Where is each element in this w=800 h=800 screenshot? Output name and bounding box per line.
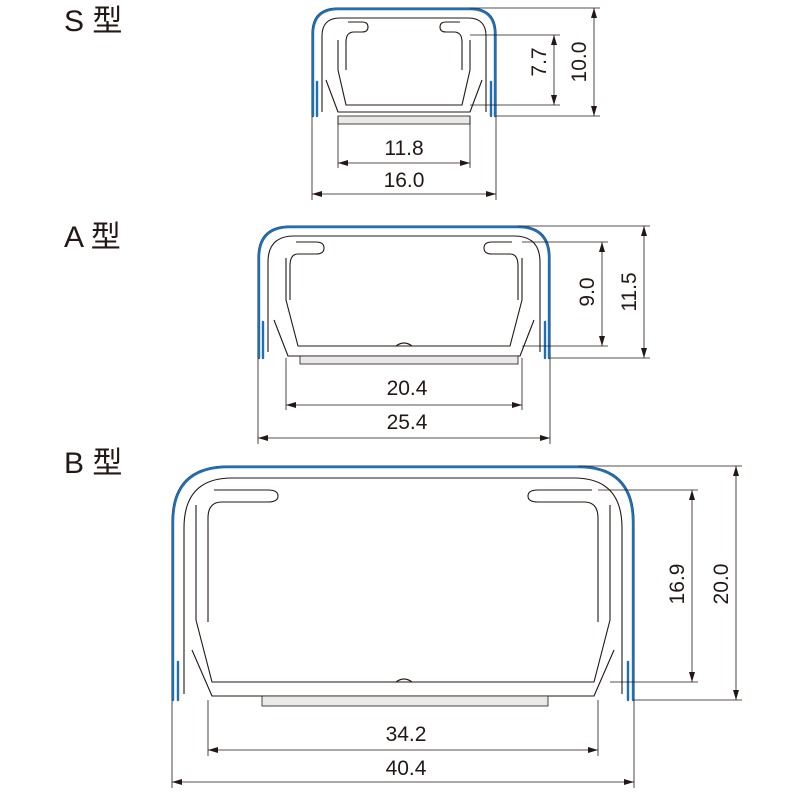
a-inner-width-label: 20.4: [387, 377, 428, 400]
profile-s-cover: [311, 7, 497, 125]
profile-s: S 型: [64, 5, 600, 200]
s-outer-width-label: 16.0: [384, 169, 425, 192]
profile-b-dimensions: 34.2 40.4 16.9 20.0: [171, 465, 742, 788]
profile-a-title: A 型: [64, 221, 121, 254]
profile-b-title: B 型: [64, 447, 122, 480]
s-outer-height-label: 10.0: [568, 42, 591, 83]
b-inner-width-label: 34.2: [386, 723, 427, 746]
profile-s-dimensions: 11.8 16.0 7.7 10.0: [311, 7, 600, 200]
profile-a-cover: [257, 225, 551, 365]
s-inner-width-label: 11.8: [384, 137, 423, 160]
a-inner-height-label: 9.0: [576, 277, 599, 306]
a-outer-height-label: 11.5: [618, 272, 641, 311]
s-inner-height-label: 7.7: [528, 47, 551, 76]
profile-a: A 型: [64, 221, 650, 444]
b-inner-height-label: 16.9: [666, 564, 689, 605]
a-outer-width-label: 25.4: [387, 411, 428, 434]
b-outer-height-label: 20.0: [710, 564, 733, 605]
profile-s-title: S 型: [64, 5, 122, 38]
profile-b-cover: [171, 465, 635, 707]
profile-a-dimensions: 20.4 25.4 9.0 11.5: [257, 225, 650, 444]
b-outer-width-label: 40.4: [386, 757, 427, 780]
profile-b: B 型: [64, 447, 742, 788]
